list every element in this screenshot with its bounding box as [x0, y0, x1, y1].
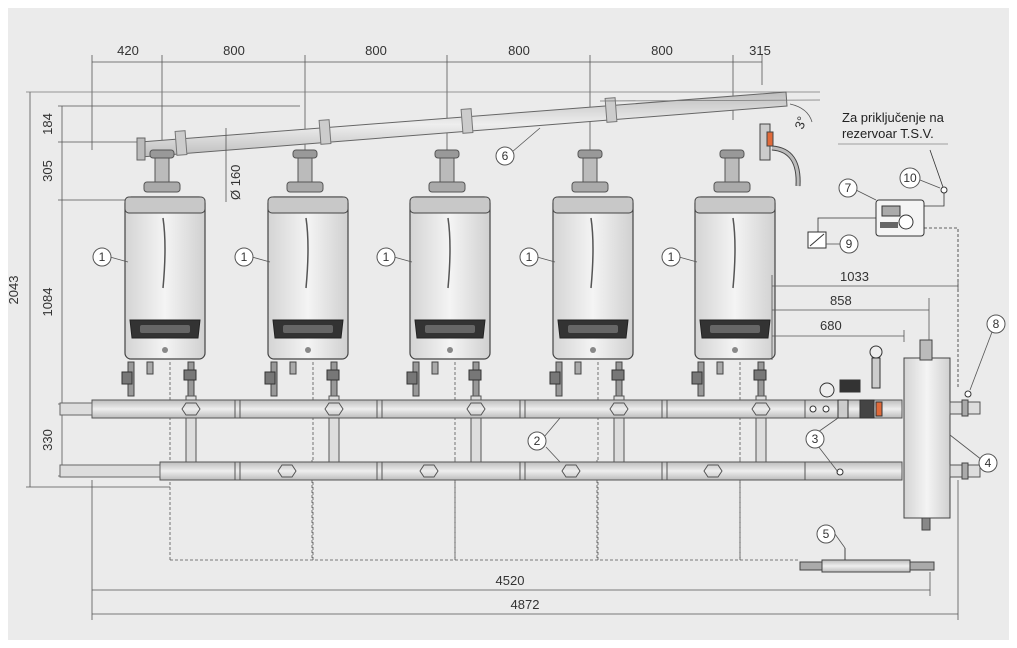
- svg-text:4: 4: [985, 456, 992, 470]
- callout-manifold-2: [545, 446, 561, 463]
- boiler-unit-5: [691, 149, 776, 561]
- hydraulic-separator: [903, 339, 981, 531]
- callout-filter: 5: [816, 524, 846, 549]
- return-manifold: [59, 461, 903, 481]
- top-dimension-chain: [91, 55, 763, 150]
- dim-420: 420: [117, 43, 139, 58]
- boiler-unit-2: [264, 149, 349, 561]
- manifold-joints: [234, 400, 806, 480]
- dim-858: 858: [830, 293, 852, 308]
- hex-nuts: [181, 402, 771, 478]
- cascade-controller: [875, 199, 925, 237]
- callout-manifold-1: 2: [527, 417, 561, 451]
- right-dimension-lines: [771, 275, 959, 360]
- dim-800-b: 800: [365, 43, 387, 58]
- svg-text:7: 7: [845, 181, 852, 195]
- flue-pipe: [136, 91, 821, 161]
- svg-text:9: 9: [846, 237, 853, 251]
- bottom-dimension-lines: [91, 480, 959, 620]
- callout-controller: 7: [838, 178, 877, 201]
- supply-manifold: [59, 399, 903, 419]
- svg-text:1: 1: [526, 250, 533, 264]
- callout-boiler-2: 1: [234, 247, 271, 267]
- outdoor-sensor: [807, 231, 827, 249]
- callout-outdoor-sensor: 9: [826, 234, 859, 254]
- note-line-2: rezervoar T.S.V.: [842, 126, 934, 141]
- svg-text:6: 6: [502, 149, 509, 163]
- dim-315: 315: [749, 43, 771, 58]
- callout-dhw-sensor: 10: [899, 167, 941, 189]
- flue-diameter-label: Ø 160: [228, 165, 243, 200]
- safety-group: [809, 345, 883, 476]
- svg-text:10: 10: [903, 171, 917, 185]
- svg-text:8: 8: [993, 317, 1000, 331]
- note-line-1: Za priključenje na: [842, 110, 945, 125]
- svg-text:1: 1: [99, 250, 106, 264]
- boiler-unit-4: [549, 149, 634, 561]
- dim-800-a: 800: [223, 43, 245, 58]
- dim-800-d: 800: [651, 43, 673, 58]
- callout-boiler-1: 1: [92, 247, 129, 267]
- svg-text:2: 2: [534, 434, 541, 448]
- condensate-trap: [759, 123, 801, 187]
- boiler-unit-3: [406, 149, 491, 561]
- dim-184: 184: [40, 113, 55, 135]
- svg-text:5: 5: [823, 527, 830, 541]
- dim-800-c: 800: [508, 43, 530, 58]
- callout-safety-group: 3: [805, 417, 839, 473]
- dim-2043: 2043: [6, 276, 21, 305]
- dim-4872: 4872: [511, 597, 540, 612]
- callout-boiler-3: 1: [376, 247, 413, 267]
- dim-4520: 4520: [496, 573, 525, 588]
- dim-1033: 1033: [840, 269, 869, 284]
- callout-boiler-5: 1: [661, 247, 698, 267]
- dim-305: 305: [40, 160, 55, 182]
- svg-text:3: 3: [812, 432, 819, 446]
- svg-text:1: 1: [383, 250, 390, 264]
- dim-1084: 1084: [40, 288, 55, 317]
- svg-text:1: 1: [241, 250, 248, 264]
- svg-text:1: 1: [668, 250, 675, 264]
- boiler-unit: [121, 149, 206, 560]
- callout-separator: 4: [949, 434, 998, 473]
- callout-flue: 6: [495, 127, 541, 166]
- flue-slope-label: 3°: [792, 114, 810, 130]
- dim-680: 680: [820, 318, 842, 333]
- dim-330: 330: [40, 429, 55, 451]
- manifold-risers: [185, 417, 767, 463]
- magnetic-filter: [799, 548, 935, 573]
- callout-boiler-4: 1: [519, 247, 556, 267]
- callout-system-sensor: 8: [969, 314, 1006, 391]
